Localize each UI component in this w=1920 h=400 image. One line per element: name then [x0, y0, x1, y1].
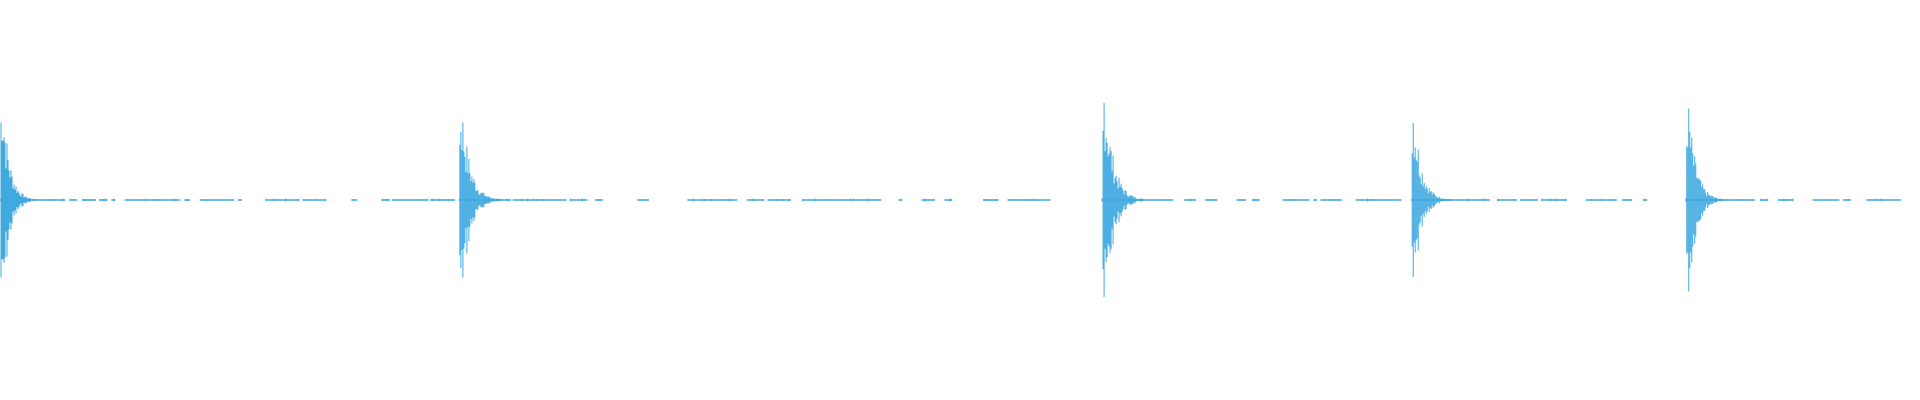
waveform-peak: [0, 122, 35, 278]
waveform-peak: [1101, 102, 1145, 298]
waveform-peak: [458, 122, 502, 278]
waveform-peak: [1685, 108, 1725, 292]
